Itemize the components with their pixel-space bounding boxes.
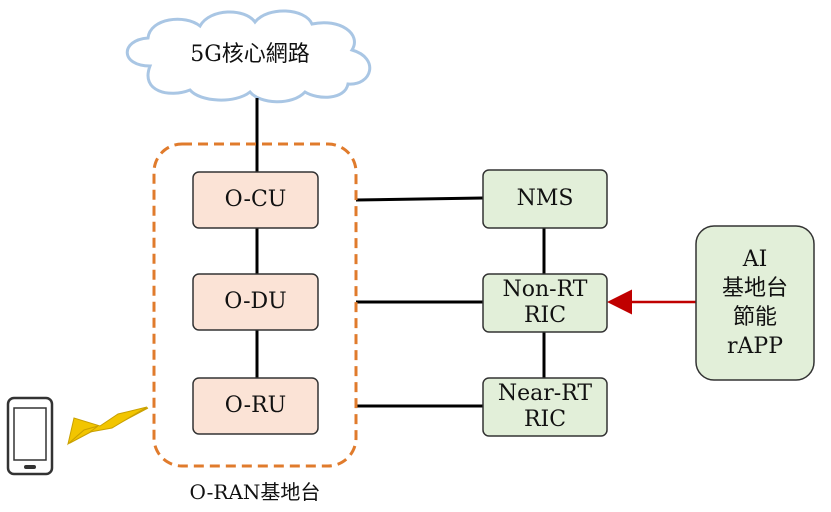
cloud-label: 5G核心網路	[150, 36, 350, 74]
nonrt-box	[482, 273, 608, 333]
rapp-label: AI 基地台 節能 rAPP	[696, 226, 814, 380]
cloud-label-text: 5G核心網路	[190, 42, 310, 67]
rapp-line2: 基地台	[721, 276, 788, 301]
oran-label: O-RAN基地台	[150, 478, 360, 506]
odu-label-text: O-DU	[224, 289, 287, 314]
rapp-line4: rAPP	[726, 334, 783, 359]
oru-label-text: O-RU	[224, 393, 287, 418]
nearrt-label: Near-RT RIC	[483, 378, 607, 436]
nonrt-label: Non-RT RIC	[483, 274, 607, 332]
oru-label: O-RU	[193, 378, 318, 434]
odu-label: O-DU	[193, 274, 318, 330]
nearrt-line1: Near-RT	[497, 381, 593, 406]
ocu-label: O-CU	[193, 172, 318, 228]
nearrt-line2: RIC	[523, 407, 567, 432]
nearrt-box	[482, 377, 608, 437]
oru-box	[192, 377, 319, 435]
rapp-line1: AI	[742, 247, 768, 272]
cloud-shape	[125, 9, 372, 104]
oran-to-nms-line	[355, 196, 484, 202]
nms-box	[482, 169, 608, 229]
lightning-bolt-shape	[67, 406, 148, 446]
nonrt-line2: RIC	[523, 303, 567, 328]
nms-label-text: NMS	[516, 186, 574, 211]
odu-box	[192, 273, 319, 331]
ocu-box	[192, 171, 319, 229]
oran-label-text: O-RAN基地台	[189, 480, 321, 504]
rapp-box	[695, 225, 815, 381]
rapp-line3: 節能	[732, 305, 777, 330]
nonrt-line1: Non-RT	[502, 277, 588, 302]
ocu-label-text: O-CU	[224, 187, 287, 212]
nms-label: NMS	[483, 170, 607, 228]
smartphone-icon	[6, 396, 54, 476]
oran-boundary	[152, 142, 358, 468]
